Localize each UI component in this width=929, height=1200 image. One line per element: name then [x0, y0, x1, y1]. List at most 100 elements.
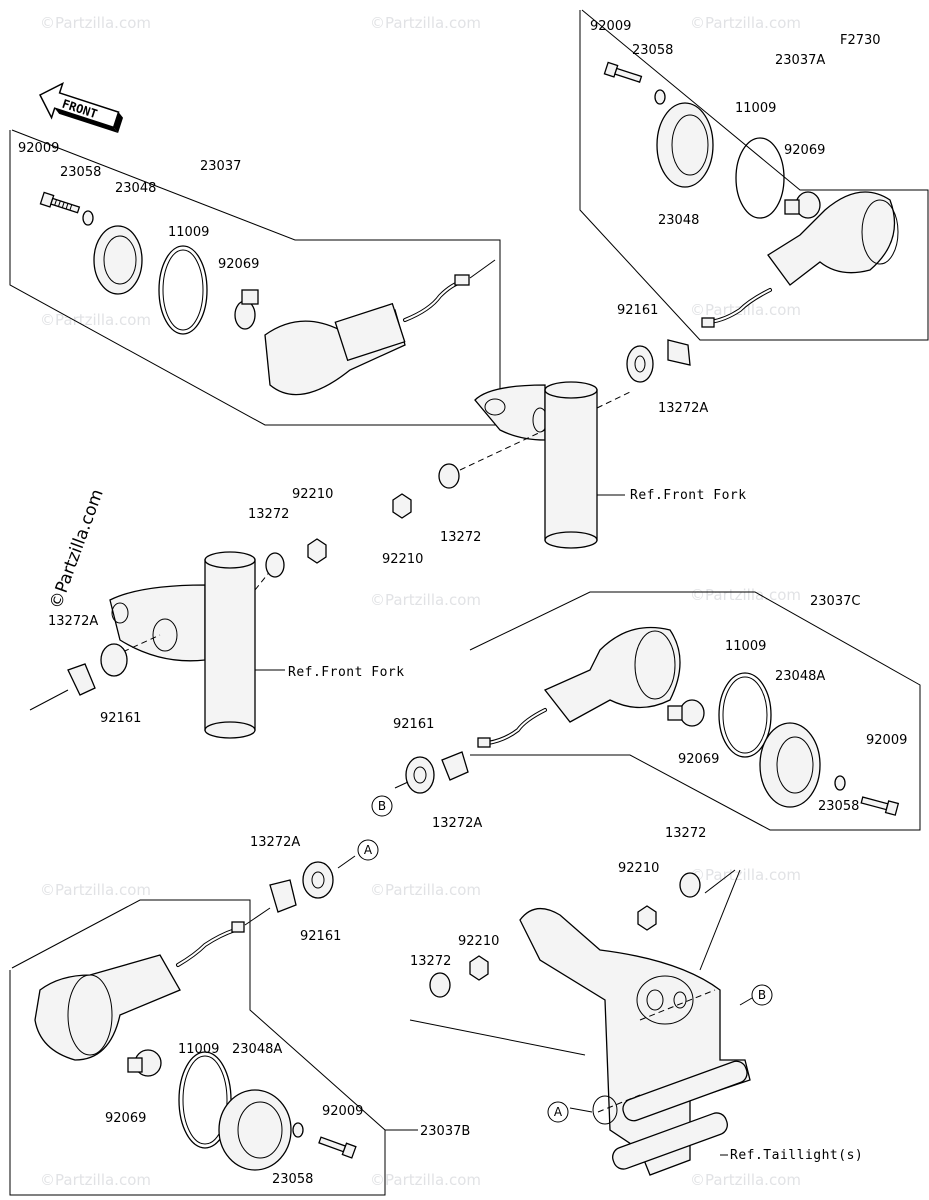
lens-cover-icon — [656, 102, 714, 188]
screw-icon — [860, 796, 900, 816]
grommet-icon — [302, 861, 334, 899]
part-label: 92009 — [866, 733, 907, 748]
turn-signal-housing-icon — [264, 274, 470, 396]
part-label: 92069 — [784, 143, 825, 158]
part-label: 23058 — [60, 165, 101, 180]
turn-signal-housing-icon — [34, 921, 245, 1061]
part-label: 92210 — [382, 552, 423, 567]
part-label: 23048 — [115, 181, 156, 196]
watermark: ©Partzilla.com — [370, 591, 481, 609]
part-label: 92161 — [100, 711, 141, 726]
part-label: 23048 — [658, 213, 699, 228]
callout-a — [357, 839, 379, 861]
lens-cover-icon — [93, 225, 143, 295]
turn-signal-housing-icon — [701, 191, 899, 328]
washer-icon — [292, 1122, 304, 1138]
screw-icon — [318, 1136, 357, 1159]
part-label: 23048A — [232, 1042, 282, 1057]
watermark: ©Partzilla.com — [370, 14, 481, 32]
watermark: ©Partzilla.com — [690, 301, 801, 319]
turn-signal-housing-icon — [477, 626, 681, 748]
watermark-vertical: ©Partzilla.com — [46, 487, 108, 612]
front-arrow-icon: FRONT — [38, 81, 124, 133]
part-label: 92069 — [218, 257, 259, 272]
ref-front-fork-upper: Ref.Front Fork — [630, 488, 747, 503]
fork-tube-icon — [204, 559, 256, 731]
ref-taillight: Ref.Taillight(s) — [730, 1148, 863, 1163]
assembly-frame — [579, 9, 929, 341]
part-label: 23037A — [775, 53, 825, 68]
bulb-icon — [127, 1049, 162, 1077]
part-label: 92009 — [590, 19, 631, 34]
watermark: ©Partzilla.com — [40, 881, 151, 899]
front-fork-upper: Ref.Front Fork 92161 13272A 92210 13272 — [382, 303, 747, 567]
part-label: 11009 — [735, 101, 776, 116]
callout-b-label: B — [378, 799, 386, 813]
plate-icon — [265, 552, 285, 578]
ref-front-fork-lower: Ref.Front Fork — [288, 665, 405, 680]
watermark: ©Partzilla.com — [690, 1171, 801, 1189]
watermark: ©Partzilla.com — [40, 1171, 151, 1189]
part-label: 23058 — [818, 799, 859, 814]
watermark: ©Partzilla.com — [690, 866, 801, 884]
callout-b — [371, 795, 393, 817]
fork-tube-icon — [544, 389, 598, 541]
bulb-icon — [234, 289, 259, 330]
gasket-ring-icon — [158, 245, 208, 335]
grommet-icon — [626, 345, 654, 383]
nut-icon — [469, 955, 489, 981]
lower-center-parts: A 13272A 92161 13272 92210 — [250, 826, 736, 944]
callout-b-label: B — [758, 988, 766, 1002]
part-label: 23037C — [810, 594, 860, 609]
plate-icon — [269, 879, 297, 913]
lens-cover-icon — [218, 1089, 292, 1171]
part-label: 23048A — [775, 669, 825, 684]
nut-icon — [307, 538, 327, 564]
gasket-ring-icon — [718, 672, 772, 758]
part-label: 23037 — [200, 159, 241, 174]
lens-cover-icon — [759, 722, 821, 808]
part-label: 92069 — [678, 752, 719, 767]
screw-icon — [603, 61, 643, 83]
part-label: 92161 — [393, 717, 434, 732]
part-label: 13272A — [432, 816, 482, 831]
part-label: 23058 — [272, 1172, 313, 1187]
plate-icon — [441, 751, 469, 781]
part-label: 92210 — [458, 934, 499, 949]
nut-icon — [637, 905, 657, 931]
watermark: ©Partzilla.com — [690, 14, 801, 32]
watermark: ©Partzilla.com — [690, 586, 801, 604]
part-label: 11009 — [178, 1042, 219, 1057]
callout-a — [547, 1101, 569, 1123]
part-label: 92210 — [292, 487, 333, 502]
part-label: 23037B — [420, 1124, 470, 1139]
part-label: 13272 — [440, 530, 481, 545]
part-label: 13272A — [48, 614, 98, 629]
watermark: ©Partzilla.com — [40, 14, 151, 32]
part-label: 92009 — [322, 1104, 363, 1119]
grommet-icon — [100, 643, 128, 677]
part-label: 13272 — [248, 507, 289, 522]
plate-icon — [429, 972, 451, 998]
watermark: ©Partzilla.com — [370, 1171, 481, 1189]
part-label: 92161 — [617, 303, 658, 318]
part-label: 23058 — [632, 43, 673, 58]
grommet-icon — [405, 756, 435, 794]
assembly-23037: 92009 23058 23048 23037 11009 92069 — [9, 129, 501, 426]
front-fork-lower: Ref.Front Fork 92210 13272 13272A 92161 — [29, 487, 405, 739]
screw-icon — [39, 191, 81, 214]
part-label: 92009 — [18, 141, 59, 156]
assembly-23037A: 92009 23058 23037A 11009 92069 23048 — [579, 9, 929, 341]
gasket-ring-icon — [735, 137, 785, 219]
taillight-bracket: Ref.Taillight(s) B A — [409, 869, 863, 1176]
part-label: 11009 — [725, 639, 766, 654]
washer-icon — [834, 775, 846, 791]
part-label: 92210 — [618, 861, 659, 876]
callout-a-label: A — [364, 843, 373, 857]
bulb-icon — [784, 191, 821, 219]
assembly-23037C: B 23037C 11009 23048A 92161 92009 92069 … — [371, 591, 921, 831]
plate-icon — [679, 872, 701, 898]
bracket-icon — [519, 908, 751, 1176]
callout-a-label: A — [554, 1105, 563, 1119]
